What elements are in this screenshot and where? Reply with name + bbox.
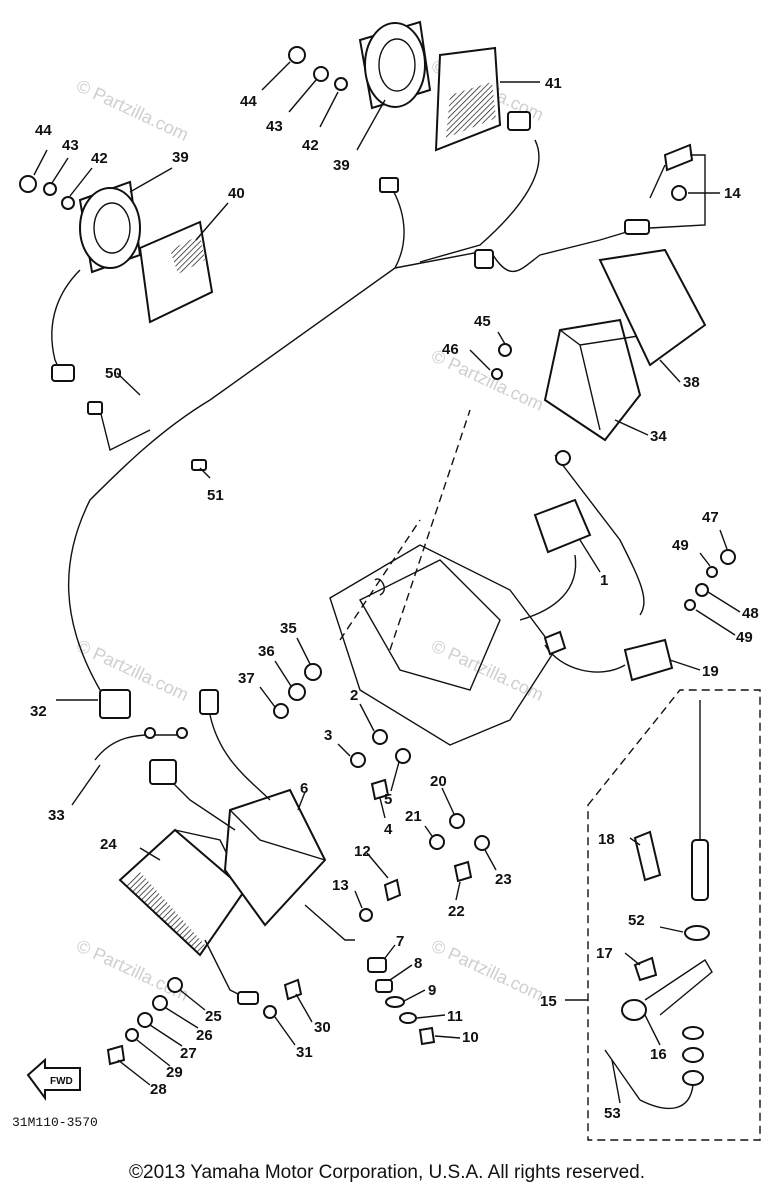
callout-7: 7 — [396, 933, 404, 950]
callout-52: 51 — [207, 487, 224, 504]
fasteners-2-5-20-23 — [350, 729, 490, 883]
speaker-harness — [209, 139, 650, 401]
module-19 — [543, 630, 674, 682]
antenna-kit-15 — [587, 689, 761, 1141]
callout-34: 34 — [650, 428, 667, 445]
callout-53: 53 — [604, 1105, 621, 1122]
callout-49: 49 — [672, 537, 689, 554]
callout-41: 41 — [545, 75, 562, 92]
callout-51: 50 — [105, 365, 122, 382]
callout-31: 31 — [296, 1044, 313, 1061]
callout-35: 35 — [280, 620, 297, 637]
callout-47: 47 — [702, 509, 719, 526]
callout-30: 30 — [314, 1019, 331, 1036]
fasteners-47-49 — [684, 549, 736, 611]
callout-45: 45 — [474, 313, 491, 330]
watermark-text: © Partzilla.com — [428, 635, 546, 704]
callout-44: 44 — [35, 122, 52, 139]
callout-8: 8 — [414, 955, 422, 972]
fasteners-7-13 — [304, 878, 436, 1046]
callout-13: 13 — [332, 877, 349, 894]
callout-20: 20 — [430, 773, 447, 790]
connector-block-1 — [519, 450, 645, 621]
amplifier-unit-34 — [491, 248, 707, 442]
watermark-text: © Partzilla.com — [73, 935, 191, 1004]
callout-33: 33 — [48, 807, 65, 824]
callout-48: 48 — [742, 605, 759, 622]
callout-12: 12 — [354, 843, 371, 860]
right-speaker-assembly — [288, 20, 531, 152]
watermark-text: © Partzilla.com — [73, 635, 191, 704]
callout-16: 16 — [650, 1046, 667, 1063]
watermark-text: © Partzilla.com — [73, 75, 191, 144]
callout-50: 52 — [628, 912, 645, 929]
callout-15: 15 — [540, 993, 557, 1010]
leader-lines — [33, 61, 741, 1104]
callout-6: 6 — [300, 780, 308, 797]
wire-harness-32 — [67, 399, 211, 761]
callout-43: 43 — [266, 118, 283, 135]
callout-17: 17 — [596, 945, 613, 962]
callout-14: 14 — [724, 185, 741, 202]
callout-23: 23 — [495, 871, 512, 888]
electronic-unit-24 — [118, 828, 247, 957]
callout-37: 37 — [238, 670, 255, 687]
fasteners-35-37 — [273, 663, 322, 719]
callout-32: 32 — [30, 703, 47, 720]
callout-42: 42 — [302, 137, 319, 154]
callout-22: 22 — [448, 903, 465, 920]
callout-25: 25 — [205, 1008, 222, 1025]
electronic-unit-6 — [149, 689, 327, 927]
callout-36: 36 — [258, 643, 275, 660]
callout-46: 46 — [442, 341, 459, 358]
callout-4: 4 — [384, 821, 393, 838]
callout-26: 26 — [196, 1027, 213, 1044]
callout-21: 21 — [405, 808, 422, 825]
mounting-bracket — [329, 409, 556, 746]
callout-24: 24 — [100, 836, 117, 853]
callout-19: 19 — [702, 663, 719, 680]
callout-40: 40 — [228, 185, 245, 202]
callout-28: 28 — [150, 1081, 167, 1098]
callout-3: 3 — [324, 727, 332, 744]
callout-5: 5 — [384, 791, 392, 808]
callout-1: 1 — [600, 572, 608, 589]
callout-2: 2 — [350, 687, 358, 704]
callout-39: 39 — [333, 157, 350, 174]
callout-49: 49 — [736, 629, 753, 646]
callout-43: 43 — [62, 137, 79, 154]
drawing-code: 31M110-3570 — [12, 1115, 98, 1130]
callout-9: 9 — [428, 982, 436, 999]
fwd-label: FWD — [50, 1076, 73, 1087]
fasteners-25-31 — [106, 939, 303, 1066]
callout-11: 11 — [447, 1008, 463, 1025]
callout-18: 18 — [598, 831, 615, 848]
copyright-notice: ©2013 Yamaha Motor Corporation, U.S.A. A… — [129, 1162, 645, 1183]
callout-38: 38 — [683, 374, 700, 391]
bolt-and-washer-14 — [649, 143, 694, 201]
callout-44: 44 — [240, 93, 257, 110]
left-speaker-assembly — [19, 175, 214, 382]
callout-29: 29 — [166, 1064, 183, 1081]
watermark-text: © Partzilla.com — [428, 935, 546, 1004]
callout-39: 39 — [172, 149, 189, 166]
callout-27: 27 — [180, 1045, 197, 1062]
callout-10: 10 — [462, 1029, 479, 1046]
callout-42: 42 — [91, 150, 108, 167]
callout-labels: 44 43 42 39 40 44 43 42 39 41 14 45 46 3… — [30, 75, 759, 1122]
fwd-arrow: FWD — [26, 1057, 81, 1102]
